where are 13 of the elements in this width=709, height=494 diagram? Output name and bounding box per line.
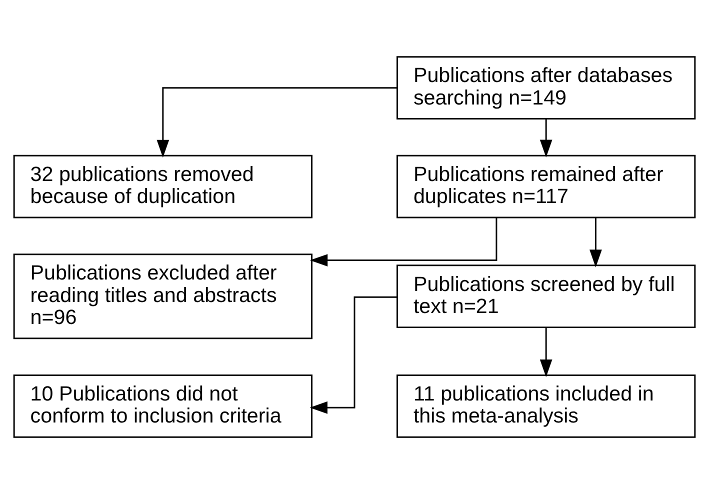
arrow <box>540 328 552 378</box>
node-box: Publications remained after duplicates n=117 <box>396 154 696 218</box>
node-box: Publications after databases searching n=149 <box>396 56 696 120</box>
arrow <box>156 87 397 158</box>
node-box: 32 publications removed because of duplication <box>13 154 312 218</box>
arrow <box>540 119 552 158</box>
node-box: 10 Publications did not conform to inclusion criteria <box>13 374 312 438</box>
arrow <box>310 296 398 414</box>
arrow <box>310 218 498 266</box>
node-box: Publications screened by full text n=21 <box>396 264 696 328</box>
node-box: 11 publications included in this meta-analysis <box>396 374 696 438</box>
arrow <box>590 218 602 268</box>
node-box: Publications excluded after reading titles and abstracts n=96 <box>13 254 312 340</box>
